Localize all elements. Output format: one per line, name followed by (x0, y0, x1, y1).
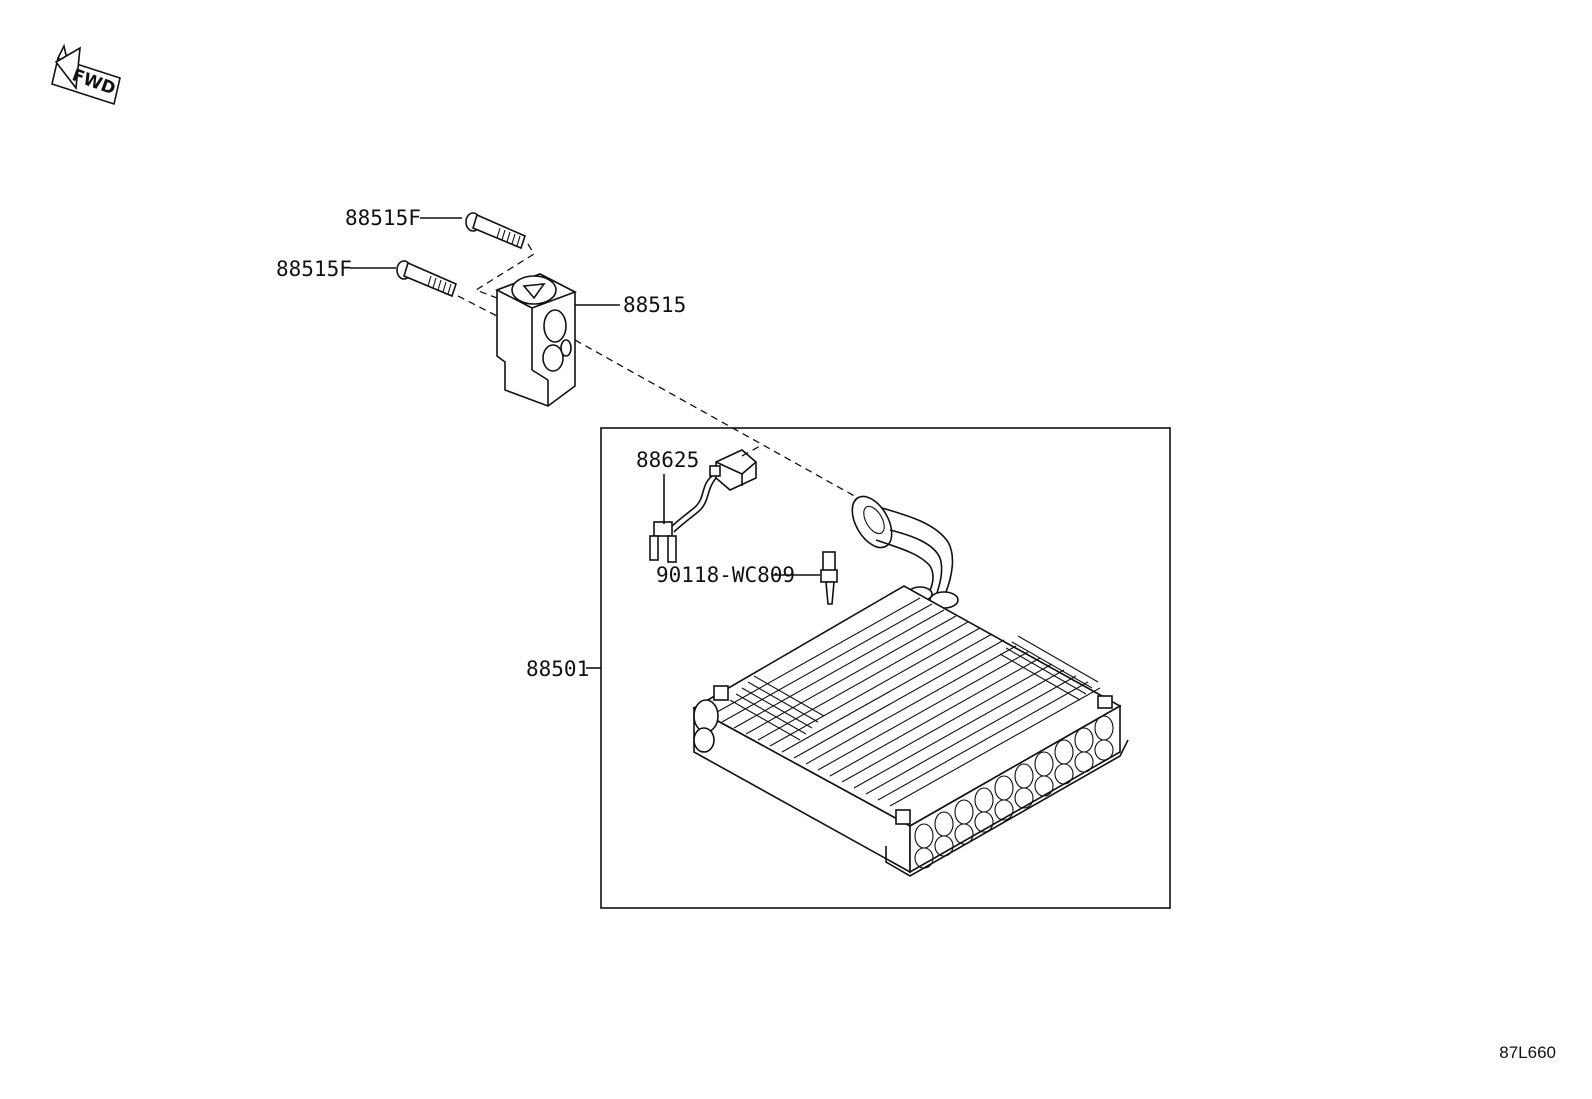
guide-line-bolt-lower (457, 295, 498, 317)
guide-line-valve-to-evaporator (574, 339, 859, 499)
callout-expansion-valve: 88515 (623, 293, 686, 317)
callout-clip: 90118-WC809 (656, 563, 795, 587)
callout-thermistor: 88625 (636, 448, 699, 472)
bolt-upper[interactable] (465, 212, 526, 250)
diagram-code: 87L660 (1499, 1043, 1556, 1062)
callout-bolt-upper: 88515F (345, 206, 421, 230)
callout-bolt-lower: 88515F (276, 257, 352, 281)
guide-line-bolt-upper (474, 243, 535, 299)
fwd-arrow-icon: FWD (51, 43, 121, 106)
clip[interactable] (820, 551, 838, 605)
guide-line-thermistor (741, 445, 761, 457)
bolt-lower[interactable] (396, 260, 457, 298)
evaporator-core[interactable] (692, 490, 1129, 877)
expansion-valve[interactable] (495, 273, 577, 407)
thermistor[interactable] (649, 449, 757, 563)
callout-evaporator: 88501 (526, 657, 589, 681)
